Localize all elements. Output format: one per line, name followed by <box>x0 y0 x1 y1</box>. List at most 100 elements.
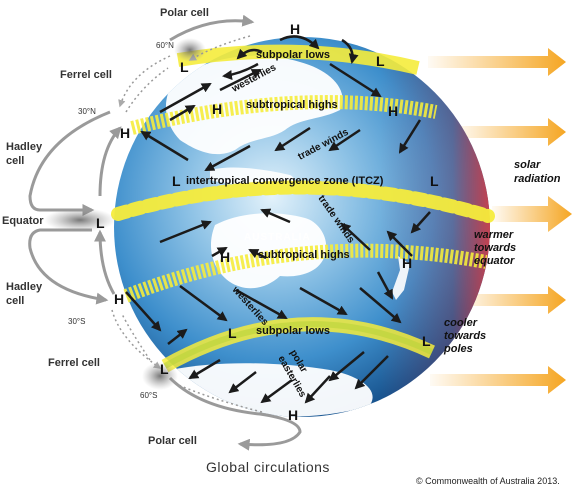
wind-arrow <box>376 271 394 300</box>
label-polar-cell-top: Polar cell <box>160 7 209 19</box>
ferrel-cell-bottom-loop <box>111 309 162 369</box>
pressure-markers: H L L H H H L L L H H H L L L H <box>96 21 439 423</box>
band-subtropical-north <box>130 95 438 135</box>
new-zealand <box>392 256 410 300</box>
wind-arrow <box>274 126 311 152</box>
ferrel-cell-bottom-back <box>121 313 151 361</box>
cloud-north <box>174 38 206 62</box>
wind-arrow <box>140 130 189 162</box>
marker-low: L <box>376 53 385 69</box>
wind-arrow <box>159 82 212 114</box>
label-australia: AUSTRALIA <box>244 232 311 243</box>
label-subpolar-lows-north: subpolar lows <box>256 49 330 61</box>
hadley-cell-top-inner <box>98 126 122 197</box>
wind-arrow <box>222 62 259 80</box>
cloud-puffs <box>44 38 206 390</box>
cloud-south <box>142 362 178 390</box>
copyright-credit: © Commonwealth of Australia 2013. <box>416 476 560 486</box>
label-lat-60s: 60°S <box>140 391 157 400</box>
solar-arrow <box>460 286 566 314</box>
label-cooler-2: towards <box>444 330 486 342</box>
label-hadley-cell-bottom-1: Hadley <box>6 281 43 293</box>
wind-arrow <box>219 68 262 92</box>
band-subtropical-south <box>123 243 488 303</box>
solar-arrow <box>456 118 566 146</box>
label-solar-2: radiation <box>514 173 561 185</box>
wind-arrow <box>169 104 196 122</box>
marker-high: H <box>114 291 124 307</box>
label-itcz: intertropical convergence zone (ITCZ) <box>186 175 384 187</box>
wind-arrow <box>248 248 267 260</box>
wind-arrow <box>125 291 162 332</box>
wind-arrow <box>179 284 228 322</box>
marker-high: H <box>402 255 412 271</box>
label-lat-60n: 60°N <box>156 41 174 50</box>
marker-low: L <box>180 59 189 75</box>
hadley-cell-bottom-inner <box>94 229 116 295</box>
marker-low: L <box>430 173 439 189</box>
marker-high: H <box>212 101 222 117</box>
label-ferrel-cell-bottom: Ferrel cell <box>48 357 100 369</box>
label-hadley-cell-bottom-2: cell <box>6 295 24 307</box>
wind-arrow <box>386 230 413 257</box>
circulation-cells <box>28 14 302 451</box>
asia-landmass <box>165 55 343 155</box>
polar-cell-bottom-loop <box>168 376 302 451</box>
label-solar-1: solar <box>514 159 541 171</box>
marker-low: L <box>96 215 105 231</box>
cloud-equator <box>44 208 116 232</box>
wind-arrow <box>260 378 293 404</box>
marker-high: H <box>388 103 398 119</box>
label-ferrel-cell-top: Ferrel cell <box>60 69 112 81</box>
pressure-bands <box>111 44 495 373</box>
label-cooler-3: poles <box>443 343 473 355</box>
marker-high: H <box>120 125 130 141</box>
label-polar-cell-bottom: Polar cell <box>148 435 197 447</box>
wind-arrow <box>328 351 365 382</box>
band-subpolar-south-green <box>163 321 434 369</box>
wind-arrow <box>167 328 188 345</box>
hadley-cell-bottom-outer <box>28 228 109 305</box>
wind-arrow <box>341 38 359 64</box>
ferrel-cell-top-back <box>125 67 169 113</box>
wind-arrow <box>398 119 422 154</box>
label-subtropical-highs-south: subtropical highs <box>258 249 350 261</box>
wind-arrow <box>235 288 288 320</box>
marker-low: L <box>422 333 431 349</box>
wind-arrow <box>228 371 257 394</box>
band-labels: subpolar lows subtropical highs intertro… <box>186 49 384 337</box>
label-cooler-1: cooler <box>444 317 478 329</box>
wind-arrow <box>299 286 348 316</box>
wind-arrow <box>329 62 382 98</box>
label-lat-30n: 30°N <box>78 107 96 116</box>
band-subpolar-north <box>176 44 420 75</box>
hadley-cell-top-outer <box>28 110 111 216</box>
wind-arrow <box>236 48 263 60</box>
wind-arrow <box>204 144 251 172</box>
marker-low: L <box>228 325 237 341</box>
cell-labels: Polar cell Ferrel cell Hadley cell Equat… <box>2 7 209 447</box>
solar-arrow <box>428 48 566 76</box>
wind-arrows <box>125 35 431 404</box>
label-subpolar-lows-south: subpolar lows <box>256 325 330 337</box>
polar-cell-top-return <box>188 35 251 61</box>
wind-arrow <box>340 222 371 251</box>
marker-high: H <box>290 21 300 37</box>
label-warmer-1: warmer <box>474 229 514 241</box>
polar-cell-top-loop <box>169 14 255 42</box>
wind-arrow <box>304 375 331 404</box>
band-itcz <box>111 180 495 223</box>
label-lat-30s: 30°S <box>68 317 85 326</box>
marker-high: H <box>220 249 230 265</box>
label-warmer-3: equator <box>474 255 515 267</box>
marker-high: H <box>288 407 298 423</box>
label-subtropical-highs-north: subtropical highs <box>246 99 338 111</box>
label-hadley-cell-top-1: Hadley <box>6 141 43 153</box>
wind-arrow <box>159 220 212 244</box>
label-hadley-cell-top-2: cell <box>6 155 24 167</box>
side-labels: solar radiation warmer towards equator c… <box>443 159 561 355</box>
wind-arrow <box>354 355 389 390</box>
wind-arrow <box>410 211 431 234</box>
wind-arrow <box>260 208 291 224</box>
